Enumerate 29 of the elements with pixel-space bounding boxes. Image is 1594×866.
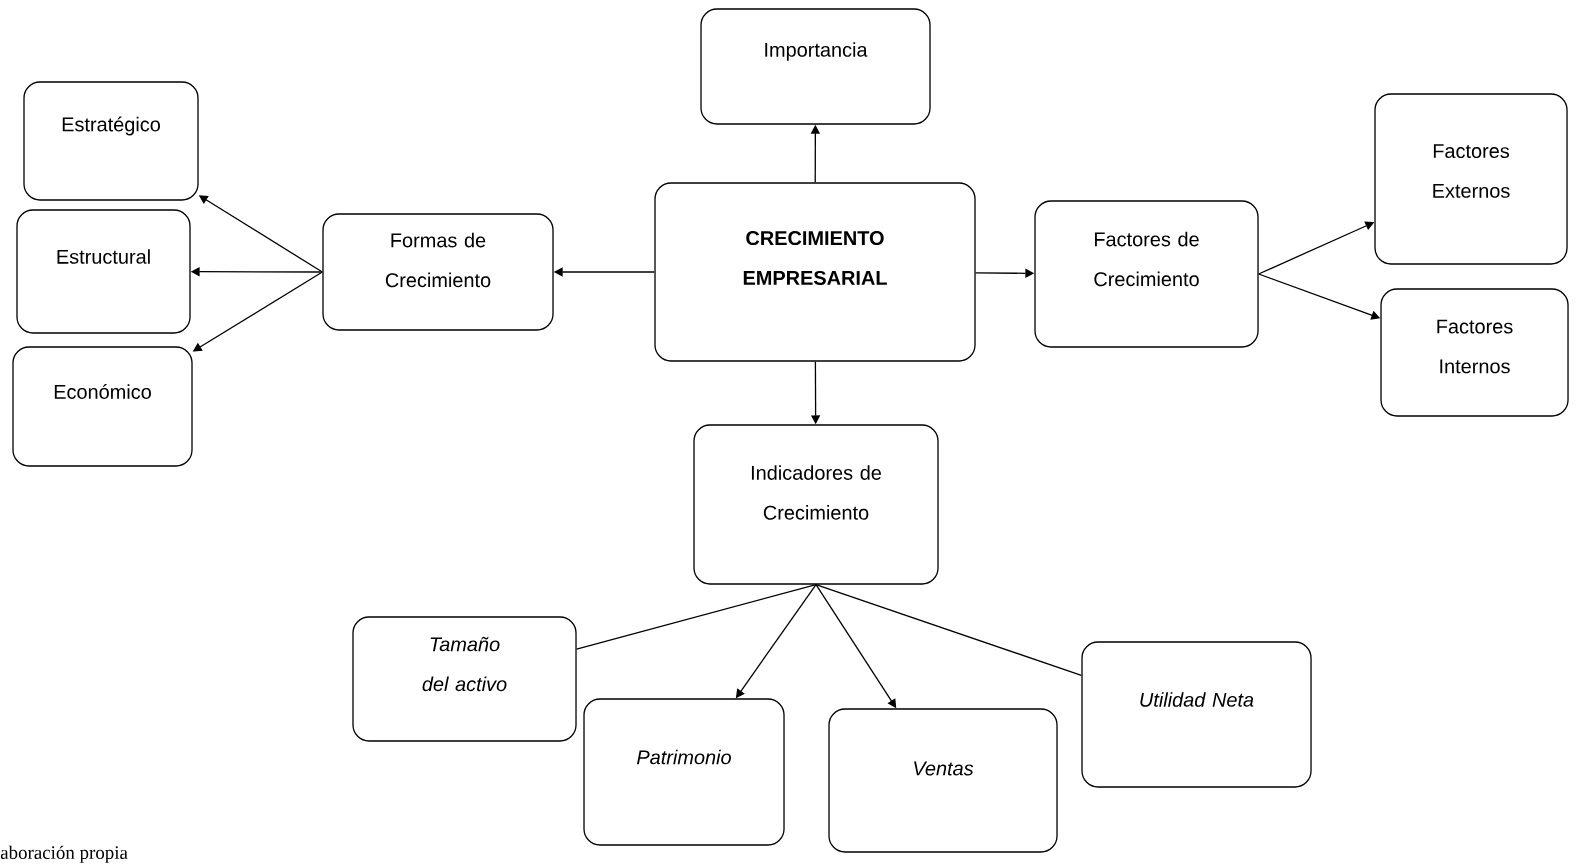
source-note: aboración propia <box>0 845 128 863</box>
node-label: Utilidad Neta <box>1140 692 1254 707</box>
concept-box <box>1374 93 1568 265</box>
concept-box <box>16 209 191 334</box>
node-label: Patrimonio <box>637 749 731 765</box>
concept-box <box>700 8 931 125</box>
concept-box <box>322 213 554 331</box>
node-label: Factores Internos <box>1437 319 1513 374</box>
node-label: Importancia <box>765 42 868 61</box>
concept-box <box>1081 641 1312 788</box>
node-label: Estructural <box>57 249 150 264</box>
concept-box <box>654 182 976 362</box>
node-label: Factores de Crecimiento <box>1094 231 1199 287</box>
node-label: Tamaño del activo <box>422 636 507 692</box>
node-label: Económico <box>54 384 151 399</box>
concept-box <box>12 346 193 467</box>
node-label: Ventas <box>914 761 974 776</box>
concept-box <box>352 616 577 742</box>
concept-box <box>693 424 939 585</box>
concept-box <box>828 708 1058 853</box>
node-label: Indicadores de Crecimiento <box>751 465 881 520</box>
node-label: Factores Externos <box>1433 144 1510 198</box>
node-label: Estratégico <box>62 116 160 136</box>
concept-box <box>23 81 199 201</box>
concept-box <box>1034 200 1259 348</box>
concept-box <box>1380 288 1569 417</box>
node-label: CRECIMIENTO EMPRESARIAL <box>743 231 887 285</box>
node-label: Formas de Crecimiento <box>385 232 491 288</box>
concept-box <box>583 698 785 846</box>
